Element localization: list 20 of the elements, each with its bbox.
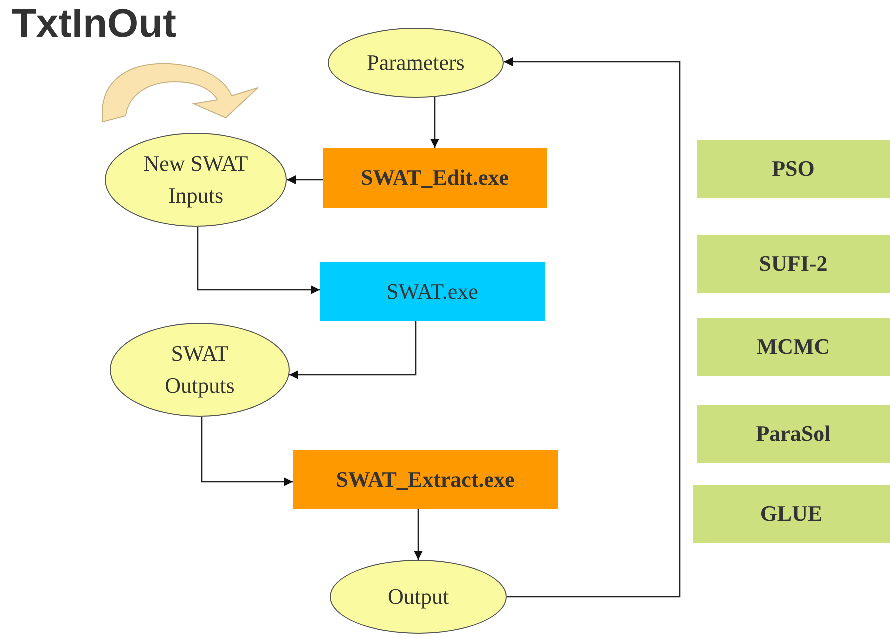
- ellipse-node: SWAT Outputs: [110, 323, 290, 417]
- process-box: SWAT.exe: [320, 262, 545, 321]
- algorithm-box: ParaSol: [697, 405, 890, 463]
- arrow: [201, 417, 293, 487]
- arrow: [430, 97, 440, 148]
- ellipse-node: New SWAT Inputs: [105, 133, 287, 227]
- diagram-title: TxtInOut: [12, 2, 176, 47]
- arrow: [504, 57, 681, 598]
- algorithm-box: PSO: [697, 140, 890, 198]
- algorithm-box: MCMC: [697, 318, 890, 376]
- algorithm-box: GLUE: [693, 485, 890, 543]
- arrow: [414, 509, 424, 560]
- ellipse-node: Output: [330, 560, 507, 634]
- algorithm-box: SUFI-2: [697, 235, 890, 293]
- arrow: [290, 321, 417, 380]
- process-box: SWAT_Edit.exe: [323, 148, 547, 208]
- arrow: [287, 175, 323, 185]
- arrow: [197, 227, 320, 295]
- ellipse-node: Parameters: [328, 28, 504, 98]
- process-box: SWAT_Extract.exe: [293, 450, 558, 509]
